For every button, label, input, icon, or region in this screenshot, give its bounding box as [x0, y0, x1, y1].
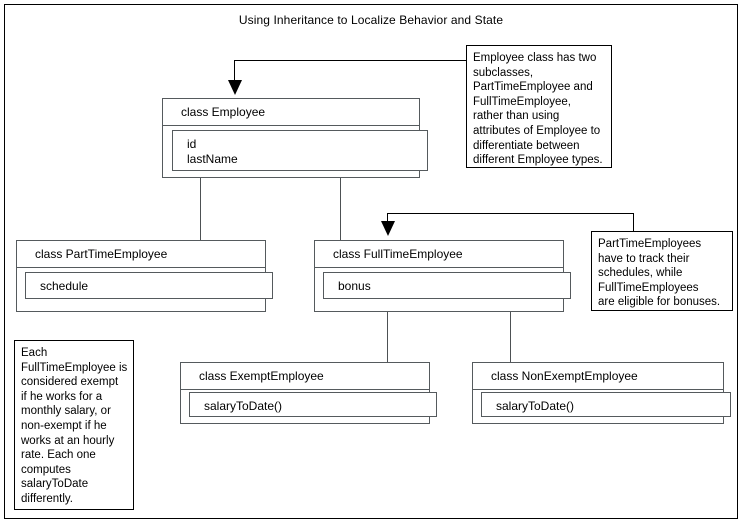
class-body-employee: id lastName: [163, 126, 428, 171]
connector-employee-to-parttime: [200, 178, 201, 240]
class-body-exempt-employee: salaryToDate(): [181, 390, 437, 417]
connector-note-to-employee-vertical: [234, 60, 235, 82]
class-box-part-time-employee[interactable]: class PartTimeEmployee schedule: [16, 240, 273, 312]
class-body-full-time-employee: bonus: [315, 268, 571, 299]
connector-note-to-fulltime-horizontal: [387, 213, 633, 214]
connector-subclass-note-drop: [633, 213, 634, 231]
arrowhead-to-employee: [228, 80, 242, 95]
connector-employee-to-fulltime: [340, 178, 341, 240]
class-body-part-time-employee: schedule: [17, 268, 273, 299]
class-members-full-time-employee: bonus: [323, 272, 571, 299]
class-members-exempt-employee: salaryToDate(): [189, 392, 437, 417]
class-header-non-exempt-employee: class NonExemptEmployee: [473, 363, 723, 390]
class-body-non-exempt-employee: salaryToDate(): [473, 390, 731, 417]
class-header-full-time-employee: class FullTimeEmployee: [315, 241, 563, 268]
class-members-non-exempt-employee: salaryToDate(): [481, 392, 731, 417]
class-header-employee: class Employee: [163, 99, 419, 126]
class-header-exempt-employee: class ExemptEmployee: [181, 363, 429, 390]
note-exempt-explanation: Each FullTimeEmployee is considered exem…: [14, 340, 134, 510]
arrowhead-to-fulltime: [381, 221, 395, 236]
page-title: Using Inheritance to Localize Behavior a…: [238, 13, 504, 27]
connector-fulltime-to-nonexempt: [510, 312, 511, 362]
connector-note-to-fulltime-vertical: [387, 213, 388, 223]
class-members-part-time-employee: schedule: [25, 272, 273, 299]
connector-fulltime-to-exempt: [387, 312, 388, 362]
class-members-employee: id lastName: [172, 130, 428, 171]
note-subclass-responsibilities: PartTimeEmployees have to track their sc…: [591, 231, 733, 311]
class-box-full-time-employee[interactable]: class FullTimeEmployee bonus: [314, 240, 571, 312]
diagram-frame: [4, 4, 738, 519]
class-box-non-exempt-employee[interactable]: class NonExemptEmployee salaryToDate(): [472, 362, 731, 424]
class-header-part-time-employee: class PartTimeEmployee: [17, 241, 265, 268]
connector-note-to-employee-horizontal: [234, 60, 466, 61]
class-box-employee[interactable]: class Employee id lastName: [162, 98, 428, 178]
class-box-exempt-employee[interactable]: class ExemptEmployee salaryToDate(): [180, 362, 437, 424]
note-employee-subclasses: Employee class has two subclasses, PartT…: [466, 45, 612, 168]
